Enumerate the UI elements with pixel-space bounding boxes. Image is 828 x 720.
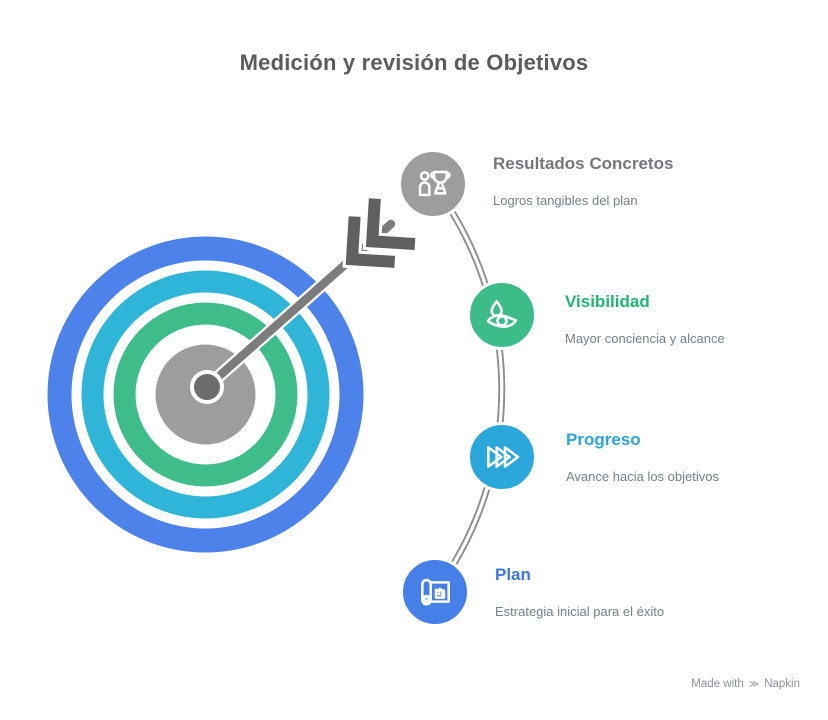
arrow-pin (190, 370, 224, 404)
trophy-person-icon (418, 170, 451, 197)
node-circle-resultados (398, 149, 468, 219)
node-circle-visibilidad (467, 280, 537, 350)
node-subtitle: Mayor conciencia y alcance (565, 331, 725, 346)
connector-line-highlight (431, 183, 504, 593)
target-graphic (47, 195, 419, 553)
node-title: Resultados Concretos (493, 154, 674, 173)
blueprint-icon (421, 578, 450, 606)
timeline-item-resultados: Resultados Concretos Logros tangibles de… (493, 155, 673, 208)
arrow-fletching (342, 195, 419, 272)
timeline-item-plan: Plan Estrategia inicial para el éxito (495, 566, 664, 619)
watermark-brand: Napkin (764, 678, 800, 690)
node-title: Plan (495, 565, 531, 584)
arrow (190, 195, 419, 404)
node-circle-progreso (467, 422, 537, 492)
watermark: Made with ≫ Napkin (691, 678, 800, 690)
node-subtitle: Avance hacia los objetivos (566, 469, 719, 484)
fast-forward-icon (487, 446, 520, 468)
timeline-item-progreso: Progreso Avance hacia los objetivos (566, 431, 719, 484)
node-title: Visibilidad (565, 292, 650, 311)
timeline-item-visibilidad: Visibilidad Mayor conciencia y alcance (565, 293, 725, 346)
node-circle-plan (400, 557, 470, 627)
connector-line (430, 181, 506, 595)
node-subtitle: Logros tangibles del plan (493, 193, 638, 208)
watermark-prefix: Made with (691, 678, 744, 690)
node-subtitle: Estrategia inicial para el éxito (495, 604, 665, 619)
node-title: Progreso (566, 430, 641, 449)
droplet-eye-icon (486, 300, 518, 328)
page-title: Medición y revisión de Objetivos (239, 50, 589, 75)
timeline-curve (430, 181, 506, 595)
napkin-logo-icon: ≫ (748, 678, 760, 690)
